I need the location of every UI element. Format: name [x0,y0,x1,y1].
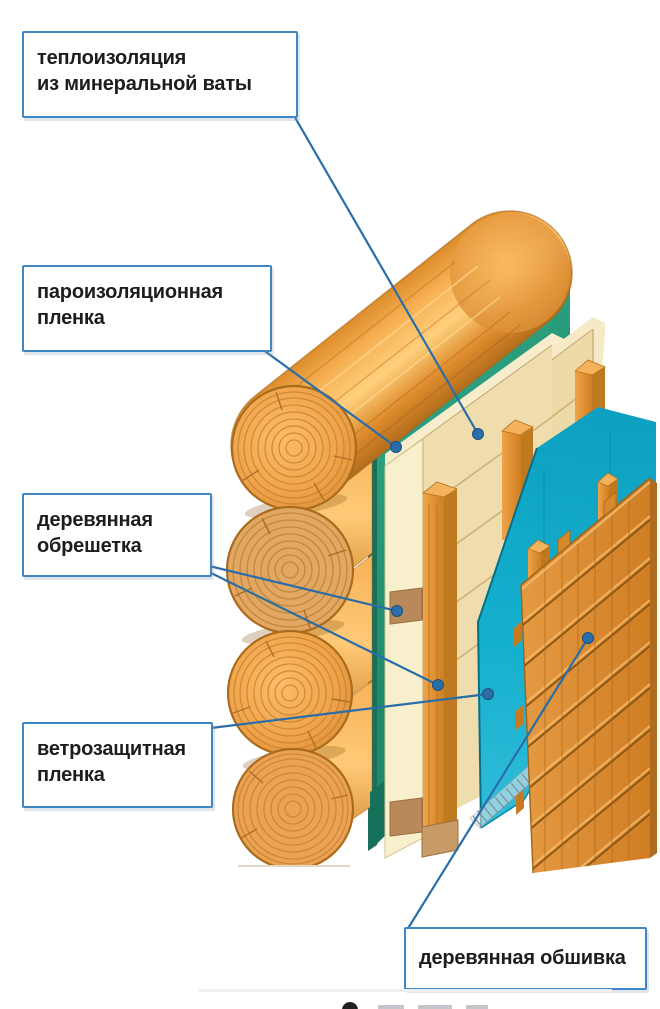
leader-lines [208,113,589,931]
callout-text: теплоизоляция [37,47,187,69]
log-end-face [231,747,355,871]
callout-thermal-insulation: теплоизоляция из минеральной ваты [22,31,298,118]
callout-text: пленка [37,307,105,329]
callout-wooden-cladding: деревянная обшивка [404,927,647,990]
vapor-film-tip [370,780,386,847]
log-wall [200,210,573,911]
cropped-text-fragment [320,999,510,1009]
callout-wooden-lathing: деревянная обрешетка [22,493,212,577]
callout-text: обрешетка [37,535,142,557]
callout-vapor-barrier-film: пароизоляционная пленка [22,265,272,352]
callout-text: пленка [37,764,105,786]
callout-text: ветрозащитная [37,738,186,760]
cladding-panel [514,477,657,874]
log-end-face [225,505,355,635]
log-end-face [230,384,358,512]
callout-text: деревянная [37,509,153,531]
callout-text: пароизоляционная [37,281,224,303]
leader-dots [390,428,594,700]
callout-text: из минеральной ваты [37,73,252,95]
callout-text: деревянная обшивка [419,947,626,969]
callout-windproof-film: ветрозащитная пленка [22,722,213,808]
faint-divider [198,989,612,992]
log-end-face [226,629,354,757]
